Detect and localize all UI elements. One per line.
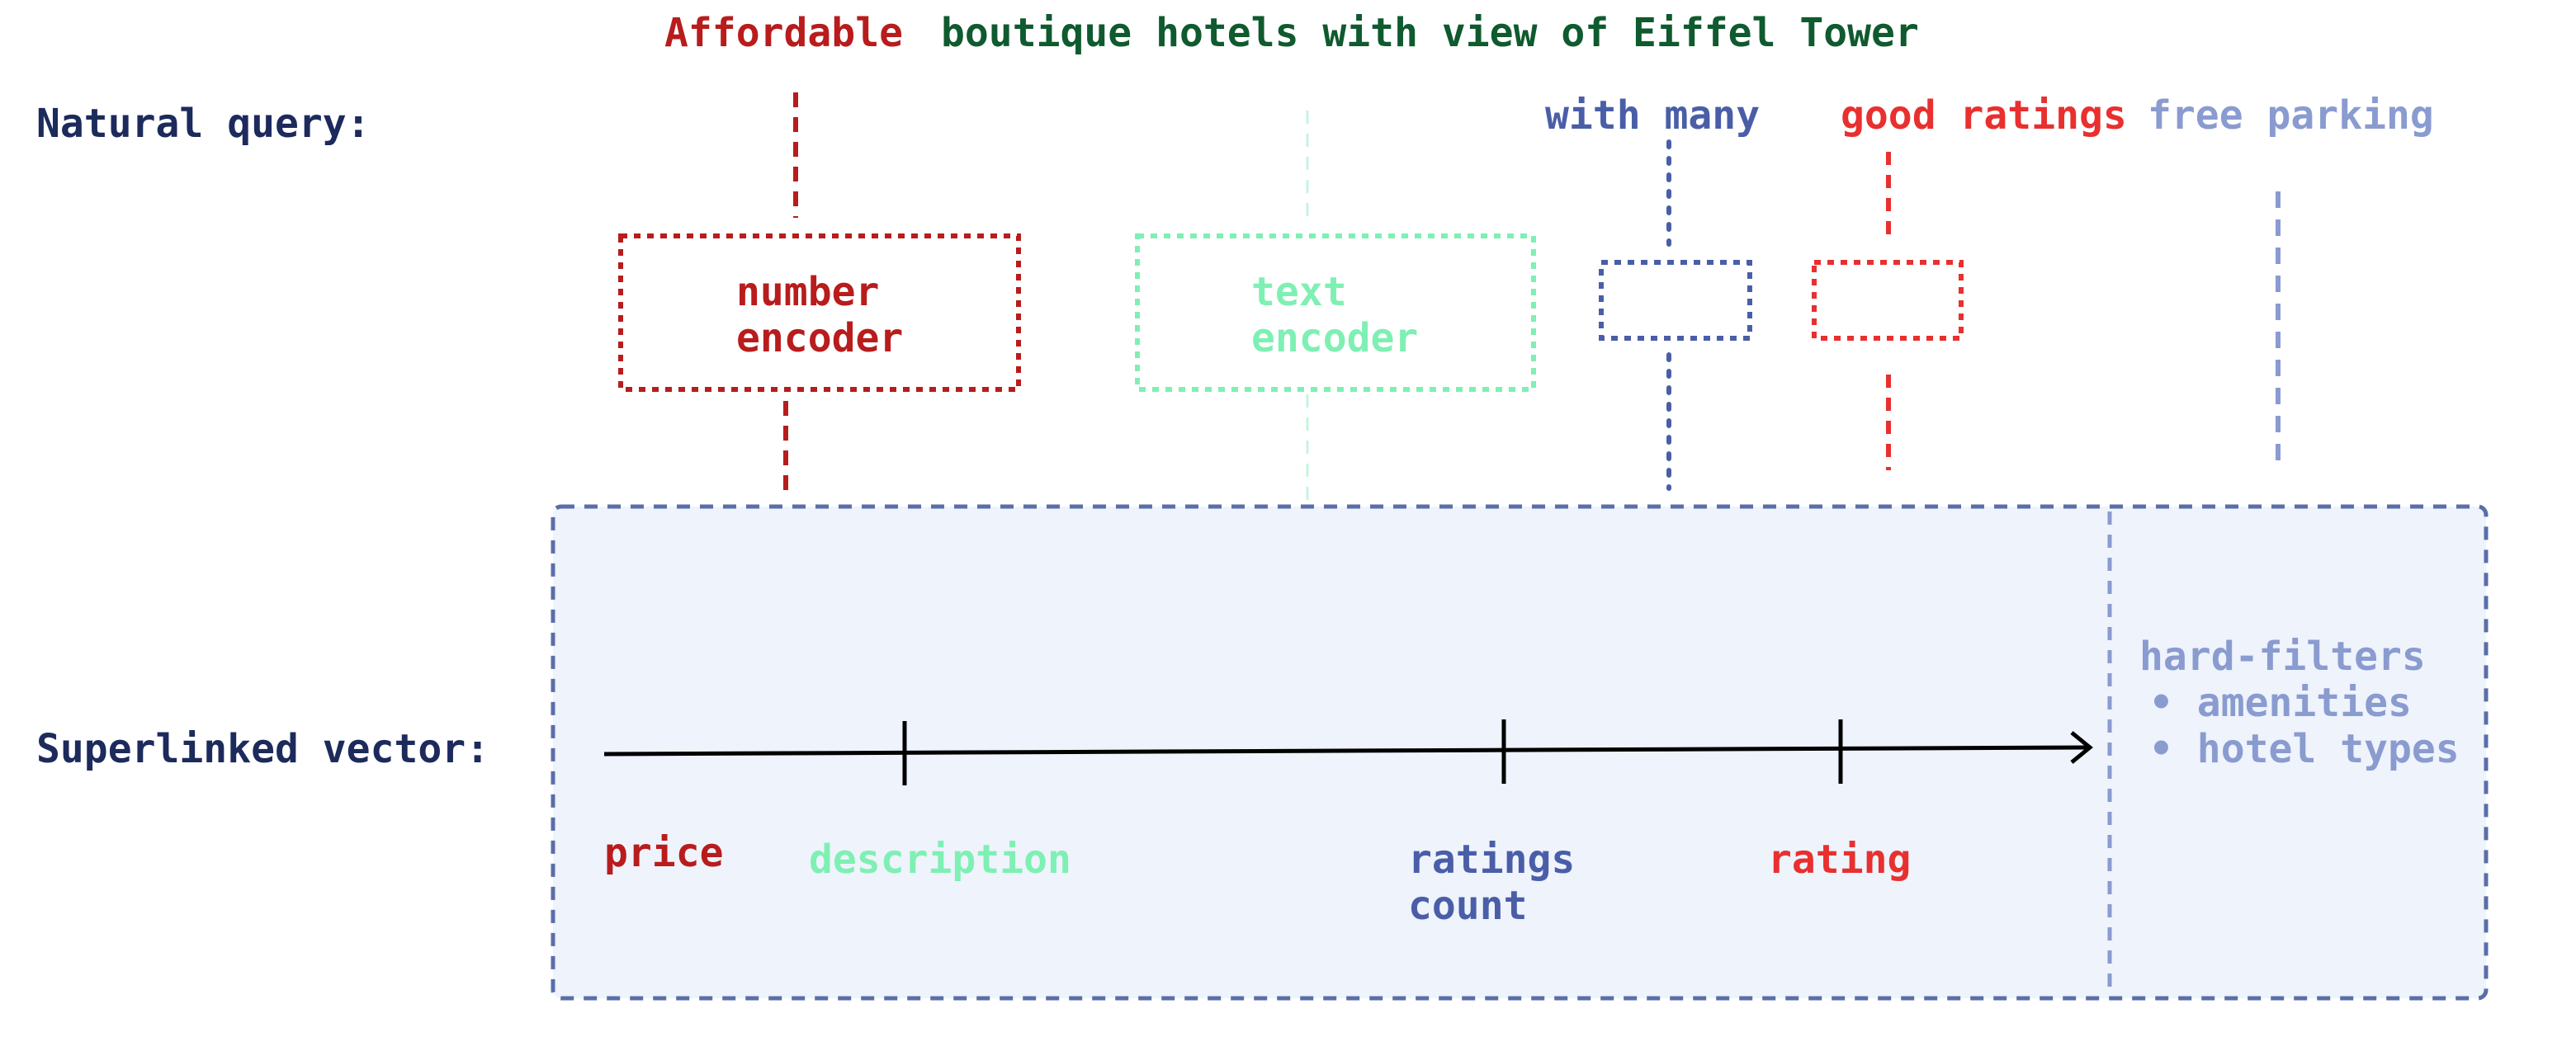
query-good-ratings: good ratings <box>1841 92 2127 139</box>
segment-ratings-count-line1: ratings <box>1408 837 1575 883</box>
superlinked-vector-label: Superlinked vector: <box>36 726 489 772</box>
segment-description: description <box>809 837 1071 883</box>
hard-filter-amenities: • amenities <box>2149 680 2412 726</box>
text-encoder-line2: encoder <box>1251 315 1418 361</box>
segment-ratings-count-line2: count <box>1408 883 1528 929</box>
hard-filter-hotel-types: • hotel types <box>2149 726 2460 772</box>
query-rest: boutique hotels with view of Eiffel Towe… <box>941 10 1919 56</box>
count-encoder-box <box>1599 260 1752 341</box>
text-encoder-line1: text <box>1251 269 1347 315</box>
segment-rating: rating <box>1768 837 1911 883</box>
text-encoder-box <box>1135 233 1536 392</box>
superlinked-vector-panel <box>551 504 2489 1001</box>
number-encoder-box <box>618 233 1021 392</box>
vector-axis-arrowhead <box>2070 731 2093 764</box>
number-encoder-line2: encoder <box>736 315 903 361</box>
segment-price: price <box>604 830 724 876</box>
query-with-many: with many <box>1545 92 1760 139</box>
query-free-parking: free parking <box>2148 92 2434 139</box>
query-affordable: Affordable <box>664 10 903 56</box>
hard-filters-title: hard-filters <box>2139 634 2426 680</box>
rating-encoder-box <box>1812 260 1964 341</box>
natural-query-label: Natural query: <box>36 101 371 147</box>
number-encoder-line1: number <box>736 269 879 315</box>
